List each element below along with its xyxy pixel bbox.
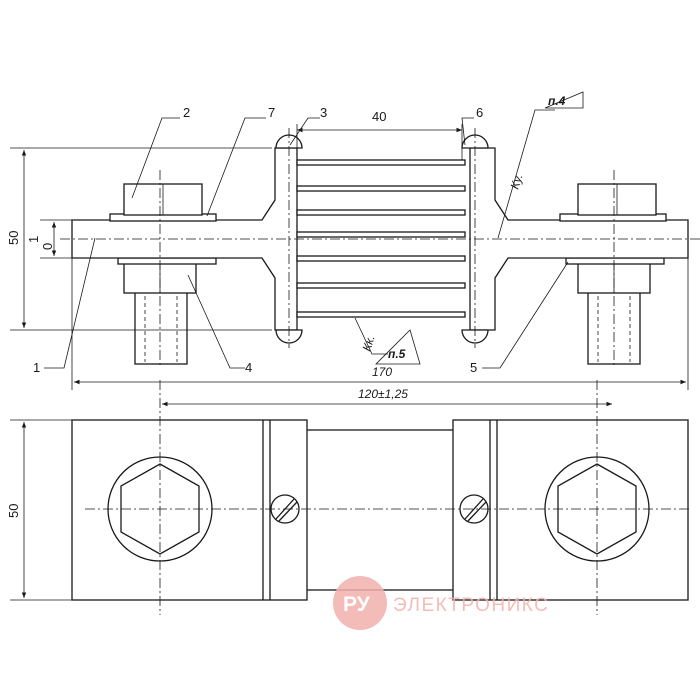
callout-1: 1	[33, 360, 40, 375]
side-view: 40 50 1 0 170 120±1,25	[6, 91, 700, 407]
callout-5: 5	[470, 360, 477, 375]
dim-50-plan: 50	[6, 504, 21, 518]
dim-1: 1	[26, 236, 41, 243]
plan-right-hex-nut	[557, 463, 637, 555]
plan-left-block	[71, 419, 308, 601]
callout-6: 6	[476, 105, 483, 120]
plan-left-hex-nut	[120, 463, 200, 555]
dim-170: 170	[372, 365, 392, 379]
dim-120: 120±1,25	[358, 387, 408, 401]
plan-view: 50	[6, 380, 690, 615]
dim-40: 40	[372, 109, 386, 124]
watermark-logo-circle	[333, 576, 387, 630]
rivet-left-bottom	[275, 329, 303, 344]
shunt-strips	[296, 159, 466, 318]
dim-0: 0	[40, 243, 55, 250]
note-kk: Кк.	[360, 333, 378, 353]
watermark-text: ЭЛЕКТРОНИКС	[393, 595, 549, 616]
watermark-logo: РУ	[343, 593, 371, 616]
callout-4: 4	[245, 360, 252, 375]
left-lower-washer	[117, 257, 217, 265]
callout-2: 2	[183, 105, 190, 120]
callout-leaders	[44, 109, 569, 369]
callout-7: 7	[268, 105, 275, 120]
watermark: РУ ЭЛЕКТРОНИКС	[333, 576, 549, 630]
note-flag-p4	[544, 91, 584, 109]
note-p4: п.4	[548, 94, 566, 108]
left-stud	[134, 291, 188, 365]
note-flag-p5	[375, 329, 421, 365]
right-lower-washer	[565, 257, 665, 265]
rivet-right-bottom	[461, 329, 489, 344]
dim-50-side: 50	[6, 231, 21, 245]
note-p5: п.5	[388, 347, 406, 361]
plan-center-body	[304, 429, 456, 591]
note-ku: Ку.	[508, 172, 526, 191]
callout-3: 3	[320, 105, 327, 120]
